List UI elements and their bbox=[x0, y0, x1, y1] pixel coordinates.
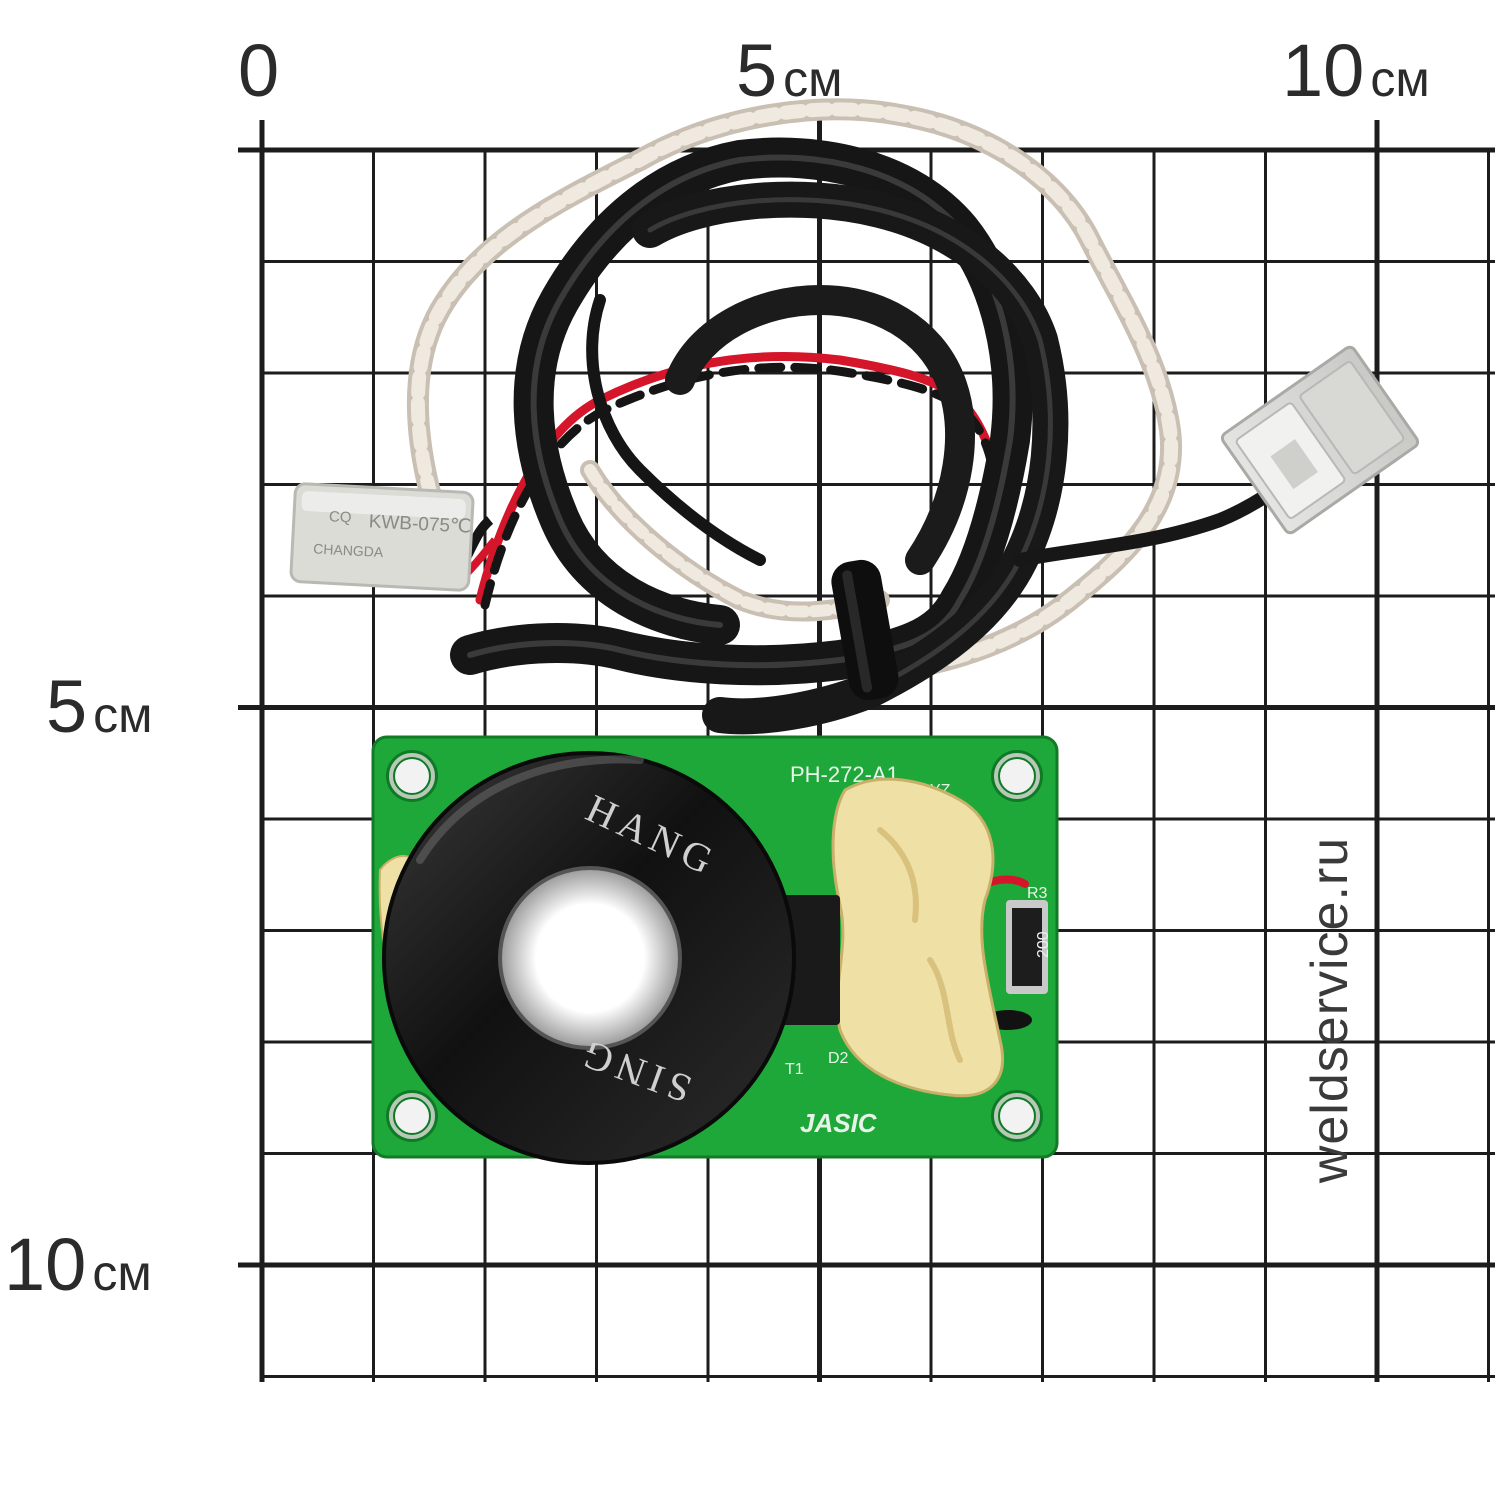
black-sleeve-cable-3 bbox=[665, 284, 975, 575]
current-transformer-core: HANG SING bbox=[382, 751, 796, 1165]
transformer-ref: T1 bbox=[785, 1061, 804, 1078]
ruler-top-label-0-value: 0 bbox=[238, 29, 280, 112]
thermostat-maker: CHANGDA bbox=[313, 540, 384, 560]
lead-to-connector bbox=[1013, 483, 1282, 567]
wire-harness bbox=[406, 98, 1282, 735]
ruler-top-label-5-unit: см bbox=[783, 51, 843, 107]
ruler-top-label-10-unit: см bbox=[1370, 51, 1430, 107]
ruler-left-label-10-unit: см bbox=[92, 1245, 152, 1301]
ruler-top-label-5-value: 5 bbox=[736, 29, 778, 112]
resistor-ref: R3 bbox=[1027, 885, 1048, 902]
ruler-top-label-0: 0 bbox=[238, 34, 285, 108]
ruler-left-label-5-unit: см bbox=[93, 687, 153, 743]
ruler-top-label-10-value: 10 bbox=[1282, 29, 1365, 112]
resistor-value: 200 bbox=[1035, 931, 1052, 958]
mounting-holes bbox=[386, 750, 1043, 1142]
thermostat-brand-mark: CQ bbox=[329, 508, 352, 526]
glue-blob-right bbox=[831, 777, 1005, 1098]
core-hole bbox=[498, 866, 682, 1050]
jasic-logo-text: JASIC bbox=[800, 1108, 878, 1138]
ruler-left-label-10-value: 10 bbox=[4, 1223, 87, 1306]
black-twisted-wire bbox=[586, 294, 766, 566]
diode-ref: D2 bbox=[828, 1050, 849, 1067]
smd-resistor: 200 bbox=[1006, 900, 1052, 994]
thermostat-sensor: CQ KWB-075℃ CHANGDA bbox=[289, 482, 499, 592]
watermark-text: weldservice.ru bbox=[1301, 836, 1359, 1184]
white-connector bbox=[1220, 345, 1420, 535]
ruler-left-label-5-value: 5 bbox=[46, 665, 88, 748]
pcb-board: PH-272-A1 YZ R3 T1 D2 JASIC 200 bbox=[371, 735, 1059, 1165]
